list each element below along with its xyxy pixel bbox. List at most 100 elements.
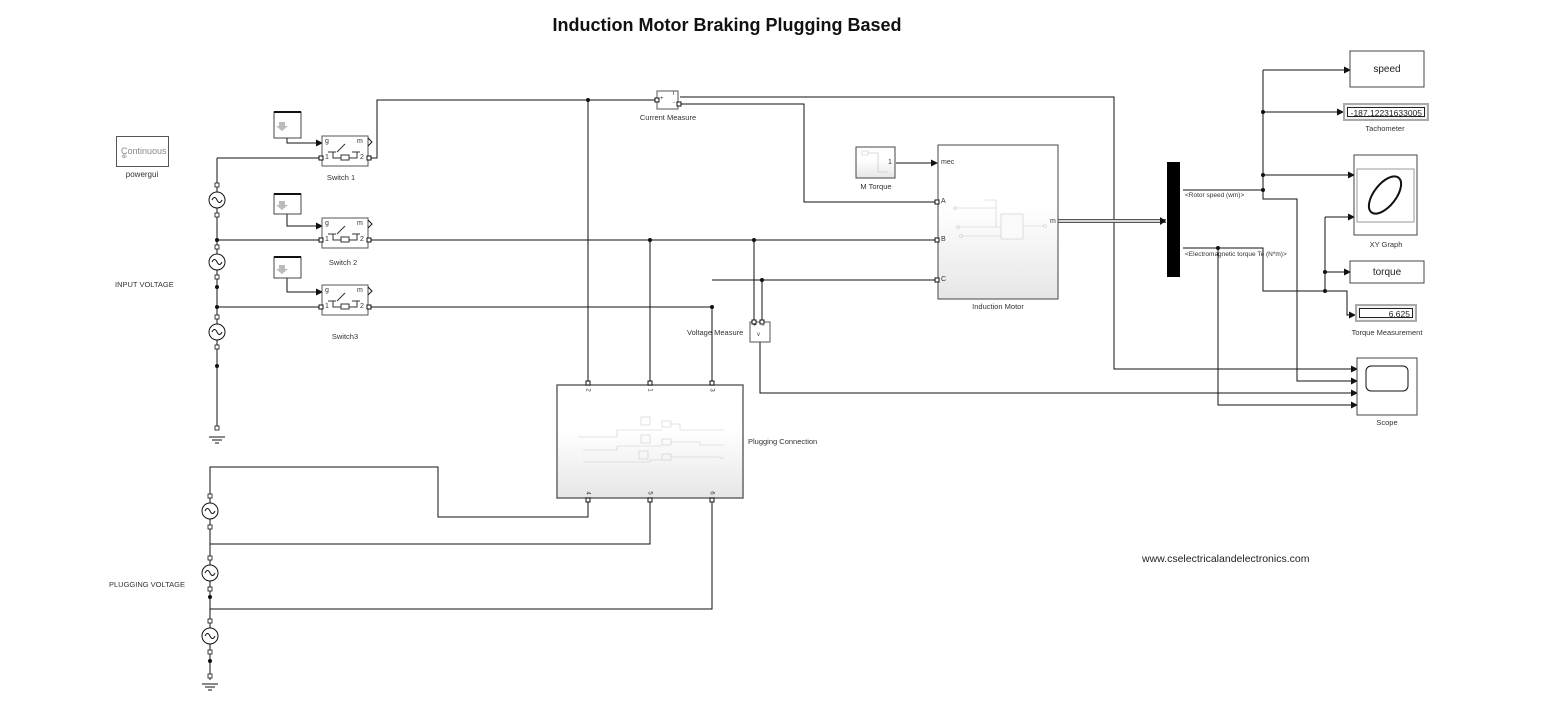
motor-port-b: B (941, 236, 946, 243)
xy-graph-label: XY Graph (1369, 240, 1403, 249)
current-measure-minus: - (673, 100, 675, 106)
switch2-port-m: m (357, 220, 363, 227)
current-measure-i: i (673, 91, 675, 97)
switch1-port-m: m (357, 138, 363, 145)
wire-motor-bus (1058, 217, 1166, 225)
plug-port-3: 3 (708, 388, 715, 392)
wire-torque-display (1325, 290, 1356, 319)
induction-motor-label: Induction Motor (972, 302, 1024, 311)
scope-block[interactable] (1356, 357, 1418, 416)
wire-torque (1183, 247, 1325, 292)
switch-3[interactable] (318, 284, 373, 316)
voltage-measure-minus: - (762, 323, 764, 329)
switch3-label: Switch3 (331, 332, 359, 341)
ac-source-input-2[interactable] (208, 244, 226, 280)
wire-plug6 (210, 498, 713, 610)
motor-port-mec: mec (941, 159, 955, 166)
torque-measurement-value: 6.625 (1359, 308, 1413, 318)
signal-rotor-speed: <Rotor speed (wm)> (1185, 192, 1245, 199)
current-measure-block[interactable] (654, 90, 682, 110)
switch2-port-g: g (325, 220, 329, 227)
scope-screen-icon (1365, 365, 1409, 392)
voltage-measure-v: v (757, 332, 760, 338)
torque-measurement-display[interactable]: 6.625 (1355, 304, 1417, 322)
ac-source-plugging-3[interactable] (201, 618, 219, 655)
plug-port-2: 2 (584, 388, 591, 392)
speed-goto-text: speed (1373, 63, 1401, 75)
switch1-port-2: 2 (360, 154, 364, 161)
step-block-3[interactable] (273, 256, 302, 279)
torque-goto-block[interactable] (1349, 260, 1425, 284)
powergui-block[interactable]: Continuous ⚭ (116, 136, 169, 167)
switch3-port-1: 1 (325, 303, 329, 310)
step-arrow-icon (276, 265, 288, 274)
bus-selector-block[interactable] (1167, 162, 1180, 277)
wire-switch3-plug3 (368, 306, 713, 385)
xy-ellipse-icon (1367, 175, 1403, 215)
motor-port-a: A (941, 198, 946, 205)
ac-source-input-3[interactable] (208, 314, 226, 350)
motor-subsystem-preview (953, 199, 1047, 240)
switch1-label: Switch 1 (326, 173, 356, 182)
switch1-port-g: g (325, 138, 329, 145)
plugging-connection-label: Plugging Connection (748, 437, 818, 446)
wires (209, 66, 1358, 680)
step-arrow-icon (276, 201, 288, 210)
m-torque-block[interactable] (855, 146, 896, 179)
torque-goto-text: torque (1372, 266, 1402, 278)
wire-current-scope (680, 96, 1358, 373)
tachometer-value: -187.12231633005 (1347, 107, 1425, 117)
link-icon: ⚭ (120, 152, 129, 163)
motor-port-c: C (941, 276, 947, 283)
ac-source-plugging-1[interactable] (201, 493, 219, 530)
motor-port-m: m (1050, 218, 1056, 225)
powergui-label: powergui (125, 170, 159, 179)
voltage-measure-plus: + (753, 323, 757, 329)
signal-electromagnetic-torque: <Electromagnetic torque Te (N*m)> (1185, 251, 1287, 258)
induction-motor-block[interactable] (934, 144, 1059, 300)
xy-graph-block[interactable] (1353, 154, 1418, 236)
voltage-measure-label: Voltage Measure (687, 328, 744, 337)
diagram-title: Induction Motor Braking Plugging Based (552, 15, 902, 35)
wire-speed-scope (1262, 190, 1358, 385)
m-torque-label: M Torque (860, 182, 892, 191)
input-voltage-label: INPUT VOLTAGE (115, 280, 174, 289)
switch-2[interactable] (318, 217, 373, 249)
ac-source-plugging-2[interactable] (201, 555, 219, 592)
wire-plug4 (209, 466, 589, 518)
m-torque-value: 1 (888, 159, 892, 166)
switch3-port-g: g (325, 287, 329, 294)
ac-source-input-1[interactable] (208, 182, 226, 218)
step-arrow-icon (276, 122, 288, 131)
powergui-text: Continuous (121, 146, 167, 156)
torque-measurement-label: Torque Measurement (1351, 328, 1423, 337)
step-block-1[interactable] (273, 111, 302, 139)
wire-step3-switch3 (286, 274, 323, 296)
plug-port-5: 5 (646, 491, 653, 495)
switch2-port-2: 2 (360, 236, 364, 243)
plug-port-4: 4 (584, 491, 591, 495)
switch2-label: Switch 2 (328, 258, 358, 267)
current-measure-plus: + (660, 96, 664, 102)
plug-port-6: 6 (708, 491, 715, 495)
ground-icon-input (209, 425, 225, 444)
current-measure-label: Current Measure (639, 113, 697, 122)
switch2-port-1: 1 (325, 236, 329, 243)
plugging-voltage-label: PLUGGING VOLTAGE (109, 580, 185, 589)
voltage-measure-block[interactable] (749, 319, 771, 343)
scope-label: Scope (1376, 418, 1398, 427)
wire-torque-scope (1217, 248, 1358, 409)
switch-1[interactable] (318, 135, 373, 167)
wire-switch1-current (368, 99, 657, 159)
speed-goto-block[interactable] (1349, 50, 1425, 88)
tachometer-display[interactable]: -187.12231633005 (1343, 103, 1429, 121)
plug-port-1: 1 (646, 388, 653, 392)
junctions (208, 98, 1327, 663)
tachometer-label: Tachometer (1365, 124, 1405, 133)
step-block-2[interactable] (273, 193, 302, 215)
plugging-connection-block[interactable] (556, 380, 744, 503)
ground-icon-plugging (202, 673, 218, 691)
wire-current-motorA (680, 103, 937, 203)
switch1-port-1: 1 (325, 154, 329, 161)
